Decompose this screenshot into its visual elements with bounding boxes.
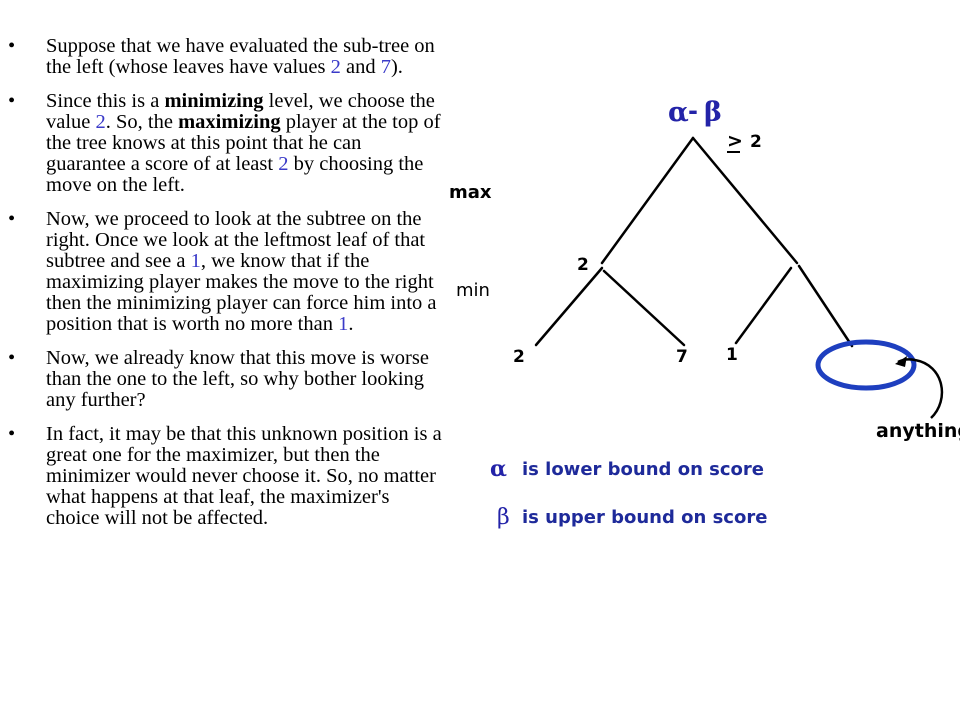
bullet-text: ). xyxy=(390,56,403,78)
anything-arrowhead xyxy=(895,356,907,367)
highlighted-value: 1 xyxy=(190,250,201,272)
bullet-text: Now, we already know that this move is w… xyxy=(46,347,429,411)
bullet-text: level, we choose the value xyxy=(46,90,435,133)
level-label-max: max xyxy=(449,182,492,203)
bullet-text: Since this is a xyxy=(46,90,165,112)
highlighted-value: 1 xyxy=(338,313,349,335)
level-label-min: min xyxy=(456,280,490,301)
bullet-text: , we know that if the maximizing player … xyxy=(46,250,437,335)
bullet-item: In fact, it may be that this unknown pos… xyxy=(8,424,444,529)
bullet-item: Now, we already know that this move is w… xyxy=(8,348,444,411)
edge-root-left xyxy=(600,136,695,265)
legend-beta-symbol: β xyxy=(497,505,510,530)
bullet-text: and xyxy=(340,56,381,78)
bullet-text: by choosing the move on the left. xyxy=(46,153,424,196)
edge-minright-leaf1 xyxy=(734,266,793,345)
bullet-text: player at the top of the tree knows at t… xyxy=(46,111,441,175)
bullet-text: Now, we proceed to look at the subtree o… xyxy=(46,208,426,272)
legend-alpha-text: is lower bound on score xyxy=(522,459,764,480)
highlighted-value: 2 xyxy=(95,111,106,133)
bullet-text: Suppose that we have evaluated the sub-t… xyxy=(46,35,435,78)
unknown-leaf-ellipse xyxy=(815,339,917,391)
bold-term: minimizing xyxy=(164,90,264,112)
bullet-text: In fact, it may be that this unknown pos… xyxy=(46,423,442,529)
leaf-value-7: 7 xyxy=(676,347,688,367)
root-bound-symbol: > xyxy=(727,130,743,152)
root-bound-value: 2 xyxy=(750,132,762,152)
diagram-title-alpha: α xyxy=(668,97,689,128)
anything-arrow xyxy=(897,358,944,419)
bullet-item: Since this is a minimizing level, we cho… xyxy=(8,91,444,196)
anything-label: anything xyxy=(876,420,960,442)
bullet-text: . So, the xyxy=(105,111,179,133)
edge-minleft-leaf7 xyxy=(602,269,686,347)
edge-minright-unknown xyxy=(797,264,854,348)
leaf-value-1: 1 xyxy=(726,345,738,365)
edge-root-right xyxy=(691,136,799,265)
diagram-title-dash: - xyxy=(688,97,698,125)
edge-minleft-leaf2 xyxy=(534,266,604,347)
bullet-item: Suppose that we have evaluated the sub-t… xyxy=(8,36,444,78)
bullet-text: . xyxy=(348,313,354,335)
min-left-value: 2 xyxy=(577,255,589,275)
bold-term: maximizing xyxy=(178,111,281,133)
highlighted-value: 7 xyxy=(380,56,391,78)
legend-alpha-symbol: α xyxy=(490,456,507,482)
bullet-item: Now, we proceed to look at the subtree o… xyxy=(8,209,444,335)
highlighted-value: 2 xyxy=(330,56,341,78)
legend-beta-text: is upper bound on score xyxy=(522,507,767,528)
highlighted-value: 2 xyxy=(278,153,289,175)
leaf-value-2: 2 xyxy=(513,347,525,367)
diagram-title-beta: β xyxy=(704,97,722,128)
bullet-list: Suppose that we have evaluated the sub-t… xyxy=(8,36,444,542)
